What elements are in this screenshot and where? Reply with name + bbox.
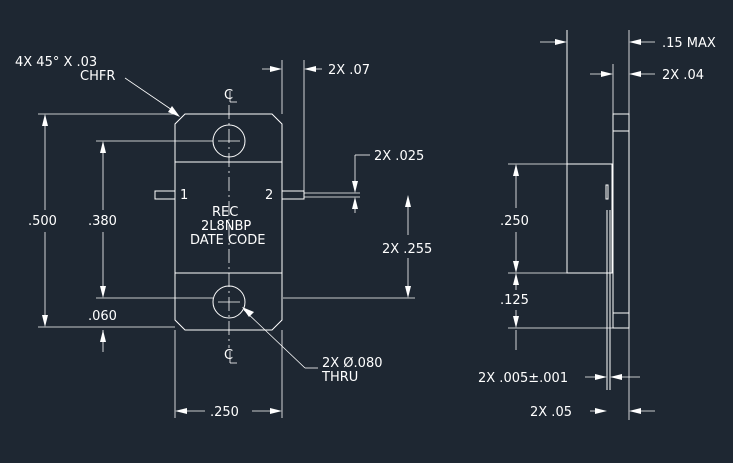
side-thin-lead — [605, 184, 609, 200]
marking-line-3: DATE CODE — [190, 233, 266, 248]
chamfer-callout-line2: CHFR — [80, 69, 115, 84]
dim-060: .060 — [88, 309, 117, 324]
package-body-outline — [174, 113, 283, 331]
dim-height-500: .500 — [28, 214, 57, 229]
dim-height-380: .380 — [88, 214, 117, 229]
centerline-symbol-bottom: C — [224, 348, 233, 363]
lead-2 — [281, 190, 305, 200]
chamfer-callout-line1: 4X 45° X .03 — [15, 55, 97, 70]
dim-side-125: .125 — [500, 293, 529, 308]
side-flange-plate — [566, 163, 613, 274]
dim-side-04: 2X .04 — [662, 68, 704, 83]
dim-width-250: .250 — [210, 405, 239, 420]
dim-side-250: .250 — [500, 214, 529, 229]
side-lead-bottom — [612, 312, 630, 329]
hole-callout-line2: THRU — [321, 370, 358, 385]
dim-max-thickness: .15 MAX — [662, 36, 716, 51]
pin-2-label: 2 — [265, 188, 273, 203]
dim-side-05: 2X .05 — [530, 405, 572, 420]
dim-lead-thk-tol: 2X .005±.001 — [478, 371, 568, 386]
pin-1-label: 1 — [180, 188, 188, 203]
side-lead-top — [612, 113, 630, 132]
dim-lead-position: 2X .255 — [382, 242, 432, 257]
hole-callout-line1: 2X Ø.080 — [322, 356, 383, 371]
centerline-symbol-top: C — [224, 88, 233, 103]
dim-lead-thickness: 2X .025 — [374, 149, 424, 164]
dim-lead-width: 2X .07 — [328, 63, 370, 78]
marking-line-2: 2L8NBP — [201, 219, 251, 234]
marking-line-1: REC — [212, 205, 238, 220]
lead-1 — [154, 190, 176, 200]
